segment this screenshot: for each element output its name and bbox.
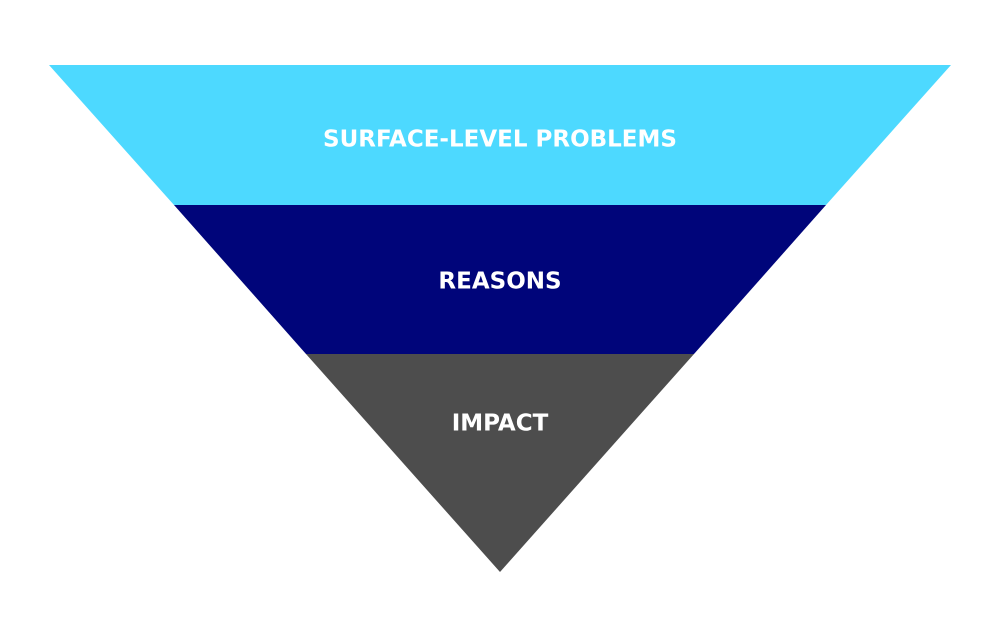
level-label-reasons: REASONS <box>438 269 561 295</box>
level-label-impact: IMPACT <box>452 411 549 437</box>
pyramid-level-reasons <box>174 205 826 354</box>
pyramid-level-surface-problems <box>49 65 951 205</box>
level-label-surface-problems: SURFACE-LEVEL PROBLEMS <box>323 127 677 153</box>
pyramid-level-impact <box>306 354 694 572</box>
